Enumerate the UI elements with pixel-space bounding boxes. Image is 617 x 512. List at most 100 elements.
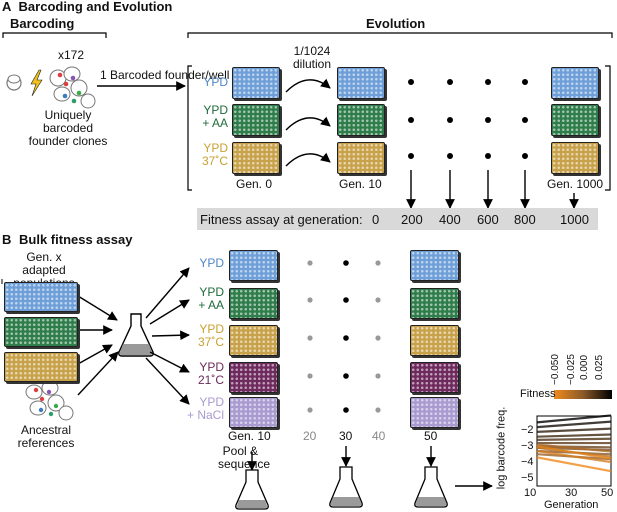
sequencing-flask-1-icon — [235, 469, 269, 510]
b-plate-4-0 — [229, 397, 278, 428]
ancestral-line-1: Ancestral — [20, 423, 72, 437]
barcoding-heading: Barcoding — [10, 16, 75, 31]
dilution-line-2: dilution — [292, 57, 332, 71]
b-condition-ypd: YPD — [188, 257, 224, 270]
assay-generation-dots — [307, 260, 381, 413]
assay-arrows — [406, 170, 579, 209]
a-gen-1000-label: Gen. 1000 — [547, 177, 604, 191]
b-plate-3-1 — [410, 362, 459, 393]
b-input-plate-2 — [4, 352, 78, 382]
b-plate-0-0 — [229, 250, 278, 281]
ancestral-references-label: Ancestral references — [6, 424, 86, 450]
ancestral-line-2: references — [17, 436, 75, 450]
pool-line-1: Pool & — [222, 444, 258, 458]
b-plate-0-1 — [410, 250, 459, 281]
b-condition-21c-line-2: 21˚C — [197, 373, 224, 387]
a-condition-37c-line-1: YPD — [203, 141, 228, 155]
b-condition-21c: YPD 21˚C — [188, 361, 224, 387]
a-plate-2-2 — [551, 142, 599, 174]
b-condition-nacl-line-1: YPD — [199, 395, 224, 409]
inset-ytick-5: −5 — [521, 472, 534, 484]
inset-xtick-30: 30 — [565, 487, 578, 499]
a-plate-1-0 — [232, 104, 280, 136]
barcode-frequency-chart — [536, 390, 612, 487]
lineage-line-12 — [536, 449, 612, 464]
b-condition-nacl-line-2: + NaCl — [186, 408, 224, 422]
pool-sequence-label: Pool & sequence — [218, 444, 271, 471]
panel-b-letter: B — [2, 232, 12, 247]
b-gen-40-label: 40 — [372, 429, 386, 443]
a-plate-2-1 — [337, 142, 385, 174]
a-plate-0-2 — [551, 67, 599, 99]
founder-per-well-label: 1 Barcoded founder/well — [100, 68, 230, 82]
inset-xlabel: Generation — [544, 499, 599, 511]
a-condition-aa: YPD + AA — [190, 104, 228, 130]
adapted-line-1: Gen. x adapted — [22, 250, 66, 277]
b-condition-21c-line-1: YPD — [199, 360, 224, 374]
inset-ytick-2: −2 — [521, 424, 534, 436]
inset-xtick-10: 10 — [524, 487, 537, 499]
legend-tick-3: 0.000 — [579, 354, 591, 381]
lineage-line-10 — [536, 443, 612, 453]
b-plate-2-0 — [229, 325, 278, 356]
lineage-line-2 — [536, 427, 612, 434]
b-plate-3-0 — [229, 362, 278, 393]
lineage-line-3 — [536, 433, 612, 438]
uniquely-barcoded-line-3: founder clones — [28, 134, 108, 148]
sequencing-flask-3-icon — [414, 466, 448, 508]
panel-b-title-group: B Bulk fitness assay — [2, 232, 132, 247]
panel-a-title-group: A Barcoding and Evolution — [2, 0, 172, 14]
a-plate-1-2 — [551, 104, 599, 136]
legend-tick-2: −0.025 — [565, 354, 577, 385]
legend-tick-4: 0.025 — [594, 354, 606, 381]
lineage-line-0 — [536, 414, 612, 424]
panel-a-letter: A — [2, 0, 11, 14]
evolution-heading: Evolution — [366, 16, 426, 31]
a-gen-10-label: Gen. 10 — [339, 177, 382, 191]
a-condition-37c-line-2: 37˚C — [201, 154, 228, 168]
b-input-plate-0 — [4, 282, 78, 312]
assay-gen-600: 600 — [477, 212, 499, 227]
pool-line-2: sequence — [218, 457, 271, 471]
a-plate-0-0 — [232, 67, 280, 99]
a-gen-0-label: Gen. 0 — [236, 177, 273, 191]
sequencing-flask-2-icon — [329, 466, 363, 508]
assay-gen-1000: 1000 — [560, 212, 589, 227]
assay-gen-0: 0 — [372, 212, 380, 227]
uniquely-barcoded-line-2: barcoded — [42, 121, 94, 135]
condition-bracket-right — [605, 65, 611, 191]
panel-a-title: Barcoding and Evolution — [18, 0, 173, 14]
assay-gen-200: 200 — [401, 212, 423, 227]
b-condition-aa-line-1: YPD — [199, 285, 224, 299]
b-gen-30-label: 30 — [339, 429, 353, 443]
input-arrows — [77, 295, 119, 396]
dilution-arrow-aa — [285, 116, 331, 131]
a-condition-37c: YPD 37˚C — [190, 142, 228, 168]
b-gen-50-label: 50 — [424, 429, 438, 443]
barcoded-cells-cluster-icon — [49, 66, 96, 109]
legend-tick-1: −0.050 — [549, 354, 561, 385]
barcoding-bracket — [2, 32, 107, 38]
flask-icon — [118, 313, 154, 357]
lineage-line-1 — [536, 420, 612, 429]
ancestral-cells-icon — [25, 380, 74, 421]
b-plate-4-1 — [410, 397, 459, 428]
a-condition-ypd-line-1: YPD — [203, 75, 228, 89]
evolution-bracket — [187, 32, 613, 38]
b-condition-37c: YPD 37˚C — [188, 323, 224, 349]
inset-legend-title: Fitness — [520, 388, 556, 400]
lineage-line-4 — [536, 437, 612, 441]
b-condition-37c-line-1: YPD — [199, 322, 224, 336]
b-condition-ypd-line-1: YPD — [199, 256, 224, 270]
b-plate-2-1 — [410, 325, 459, 356]
evolution-generation-dots — [408, 79, 528, 159]
condition-bracket-left — [187, 65, 192, 191]
a-plate-1-1 — [337, 104, 385, 136]
panel-b-title: Bulk fitness assay — [19, 232, 133, 247]
inset-xtick-50: 50 — [601, 487, 614, 499]
b-gen-10-label: Gen. 10 — [228, 429, 271, 443]
b-gen-20-label: 20 — [303, 429, 317, 443]
b-condition-aa-line-2: + AA — [198, 298, 224, 312]
pool-arrows — [247, 446, 493, 491]
b-condition-aa: YPD + AA — [188, 286, 224, 312]
